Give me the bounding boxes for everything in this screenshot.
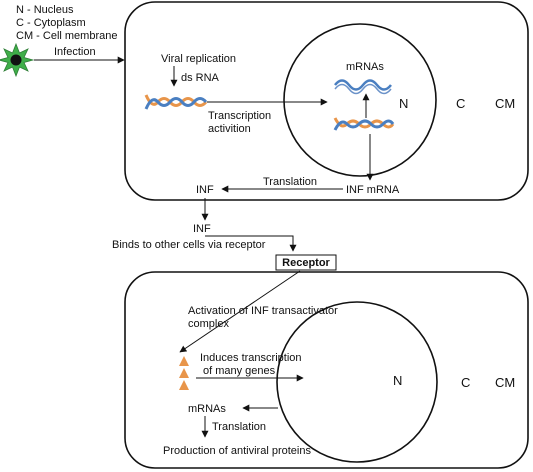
ds-rna-label: ds RNA <box>181 72 220 84</box>
transcription-label-line1: Transcription <box>208 110 271 122</box>
bottom-cytoplasm-c: C <box>461 375 470 390</box>
induces-label-line2: of many genes <box>203 365 276 377</box>
top-nucleus-n: N <box>399 96 408 111</box>
top-membrane-cm: CM <box>495 96 515 111</box>
inf-label-top: INF <box>196 184 214 196</box>
inf-label-secreted: INF <box>193 223 211 235</box>
infection-label: Infection <box>54 46 96 58</box>
top-cell-membrane <box>124 1 529 201</box>
top-nucleus <box>283 23 437 177</box>
virus-icon <box>0 42 35 78</box>
ds-rna-helix-icon <box>144 94 208 110</box>
translation-label-top: Translation <box>263 176 317 188</box>
translation-label-bottom: Translation <box>212 421 266 433</box>
bottom-membrane-cm: CM <box>495 375 515 390</box>
top-cytoplasm-c: C <box>456 96 465 111</box>
mrna-wave-icon <box>334 79 392 95</box>
mrnas-label-bottom: mRNAs <box>188 403 226 415</box>
receptor-box <box>275 254 337 271</box>
legend-cytoplasm: C - Cytoplasm <box>16 17 86 29</box>
transcription-label-line2: activition <box>208 123 251 135</box>
bottom-nucleus <box>276 301 438 463</box>
mrnas-label-top: mRNAs <box>346 61 384 73</box>
viral-replication-label: Viral replication <box>161 53 236 65</box>
binds-label: Binds to other cells via receptor <box>112 239 266 251</box>
activation-label-line1: Activation of INF transactivator <box>188 305 338 317</box>
production-label: Production of antiviral proteins <box>163 445 311 457</box>
activation-label-line2: complex <box>188 318 229 330</box>
transactivator-triangle-icon <box>179 356 189 390</box>
nucleus-dna-helix-icon <box>333 117 395 131</box>
inf-mrna-label: INF mRNA <box>346 184 400 196</box>
activation-arrow <box>179 270 301 353</box>
legend-cell-membrane: CM - Cell membrane <box>16 30 117 42</box>
bottom-cell-membrane <box>124 271 529 469</box>
legend-nucleus: N - Nucleus <box>16 4 74 16</box>
induces-label-line1: Induces transcription <box>200 352 302 364</box>
receptor-label: Receptor <box>282 257 330 269</box>
binds-arrow <box>205 235 297 252</box>
bottom-nucleus-n: N <box>393 373 402 388</box>
